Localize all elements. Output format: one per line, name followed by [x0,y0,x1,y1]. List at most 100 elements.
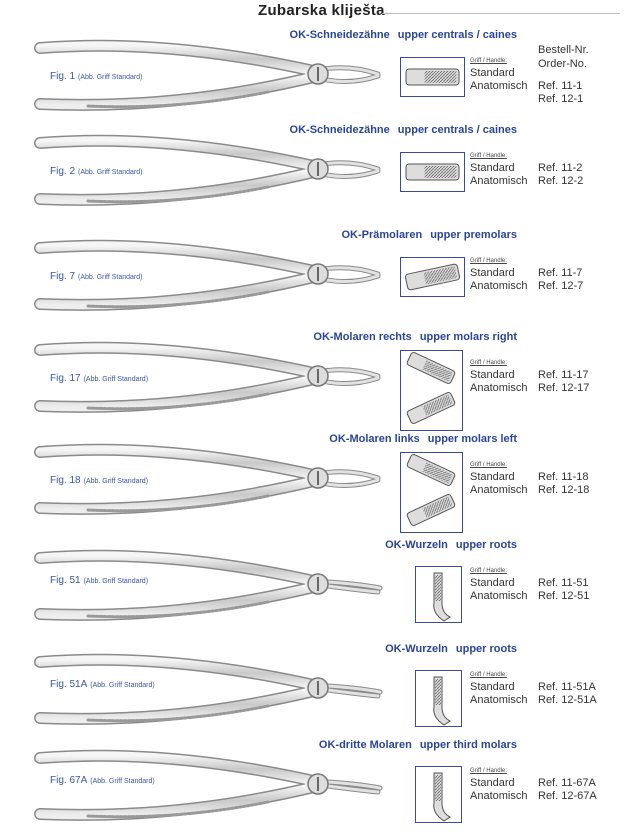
handle-illustration [400,152,465,192]
title-german: OK-Schneidezähne [289,124,390,136]
ref-anatomisch: Ref. 12-67A [538,790,597,802]
figure-number: Fig. 2 [50,166,76,177]
ref-anatomisch: Ref. 12-51A [538,694,597,706]
title-english: upper roots [455,643,517,655]
product-title: OK-Prämolaren upper premolars [341,229,517,241]
handle-illustration [400,257,465,297]
figure-number: Fig. 51 [50,575,81,586]
figure-label: Fig. 51A(Abb. Griff Standard) [50,679,155,690]
option-anatomisch: Anatomisch [470,382,528,394]
ref-standard: Ref. 11-51 [538,577,589,589]
handle-illustration [415,670,462,727]
option-standard: Standard [470,471,515,483]
figure-number: Fig. 51A [50,679,88,690]
handle-label: Griff / Handle: [470,672,507,678]
product-title: OK-Wurzeln upper roots [385,643,517,655]
title-german: OK-Molaren rechts [313,331,412,343]
handle-illustration [400,350,463,431]
product-title: OK-Schneidezähne upper centrals / caines [290,29,517,41]
figure-label: Fig. 18(Abb. Griff Standard) [50,475,148,486]
option-standard: Standard [470,681,515,693]
ref-anatomisch: Ref. 12-7 [538,280,584,292]
header-divider [382,13,620,14]
title-english: upper roots [455,539,517,551]
handle-label: Griff / Handle: [470,153,507,159]
option-anatomisch: Anatomisch [470,175,528,187]
ref-standard: Ref. 11-18 [538,471,589,483]
handle-label: Griff / Handle: [470,58,507,64]
ref-anatomisch: Ref. 12-51 [538,590,590,602]
ref-standard: Ref. 11-1 [538,80,583,92]
forceps-image [34,239,381,311]
handle-illustration [415,766,462,823]
ref-anatomisch: Ref. 12-1 [538,93,584,105]
handle-label: Griff / Handle: [470,768,507,774]
handle-illustration [400,452,463,533]
title-english: upper centrals / caines [397,29,517,41]
option-anatomisch: Anatomisch [470,484,528,496]
title-english: upper molars right [419,331,517,343]
ref-standard: Ref. 11-51A [538,681,596,693]
product-title: OK-Schneidezähne upper centrals / caines [290,124,517,136]
option-standard: Standard [470,577,515,589]
title-german: OK-Wurzeln [385,643,448,655]
handle-label: Griff / Handle: [470,462,507,468]
forceps-image [34,39,381,111]
title-german: OK-dritte Molaren [318,739,412,751]
option-anatomisch: Anatomisch [470,80,528,92]
handle-illustration [415,566,462,623]
figure-label: Fig. 1(Abb. Griff Standard) [50,71,142,82]
figure-number: Fig. 17 [50,373,81,384]
figure-note: (Abb. Griff Standard) [90,682,155,689]
figure-label: Fig. 67A(Abb. Griff Standard) [50,775,155,786]
figure-number: Fig. 18 [50,475,81,486]
ref-anatomisch: Ref. 12-2 [538,175,584,187]
figure-number: Fig. 67A [50,775,88,786]
figure-note: (Abb. Griff Standard) [83,376,149,383]
handle-label: Griff / Handle: [470,360,507,366]
title-english: upper centrals / caines [397,124,517,136]
figure-label: Fig. 2(Abb. Griff Standard) [50,166,142,177]
product-title: OK-dritte Molaren upper third molars [319,739,517,751]
forceps-image [34,653,383,725]
figure-note: (Abb. Griff Standard) [78,74,143,81]
option-anatomisch: Anatomisch [470,694,528,706]
figure-note: (Abb. Griff Standard) [78,169,143,176]
title-german: OK-Wurzeln [385,539,448,551]
title-german: OK-Schneidezähne [289,29,390,41]
option-anatomisch: Anatomisch [470,590,528,602]
option-anatomisch: Anatomisch [470,790,528,802]
page-title: Zubarska kliješta [258,2,385,19]
forceps-image [34,749,383,821]
order-label-en: Order-No. [538,58,587,70]
ref-standard: Ref. 11-17 [538,369,589,381]
figure-label: Fig. 17(Abb. Griff Standard) [50,373,148,384]
figure-note: (Abb. Griff Standard) [83,478,149,485]
ref-standard: Ref. 11-7 [538,267,583,279]
ref-anatomisch: Ref. 12-17 [538,382,590,394]
handle-label: Griff / Handle: [470,258,507,264]
order-label-de: Bestell-Nr. [538,44,589,56]
figure-number: Fig. 1 [50,71,76,82]
figure-label: Fig. 7(Abb. Griff Standard) [50,271,142,282]
option-standard: Standard [470,777,515,789]
title-english: upper third molars [419,739,517,751]
title-english: upper molars left [427,433,517,445]
handle-illustration [400,57,465,97]
forceps-image [34,341,381,413]
handle-label: Griff / Handle: [470,568,507,574]
figure-note: (Abb. Griff Standard) [83,578,149,585]
product-title: OK-Molaren rechts upper molars right [313,331,517,343]
forceps-image [34,549,383,621]
option-standard: Standard [470,267,515,279]
option-anatomisch: Anatomisch [470,280,528,292]
title-german: OK-Prämolaren [341,229,423,241]
product-title: OK-Wurzeln upper roots [385,539,517,551]
forceps-image [34,134,381,206]
title-english: upper premolars [430,229,517,241]
ref-standard: Ref. 11-2 [538,162,583,174]
figure-label: Fig. 51(Abb. Griff Standard) [50,575,148,586]
option-standard: Standard [470,67,515,79]
title-german: OK-Molaren links [329,433,420,445]
